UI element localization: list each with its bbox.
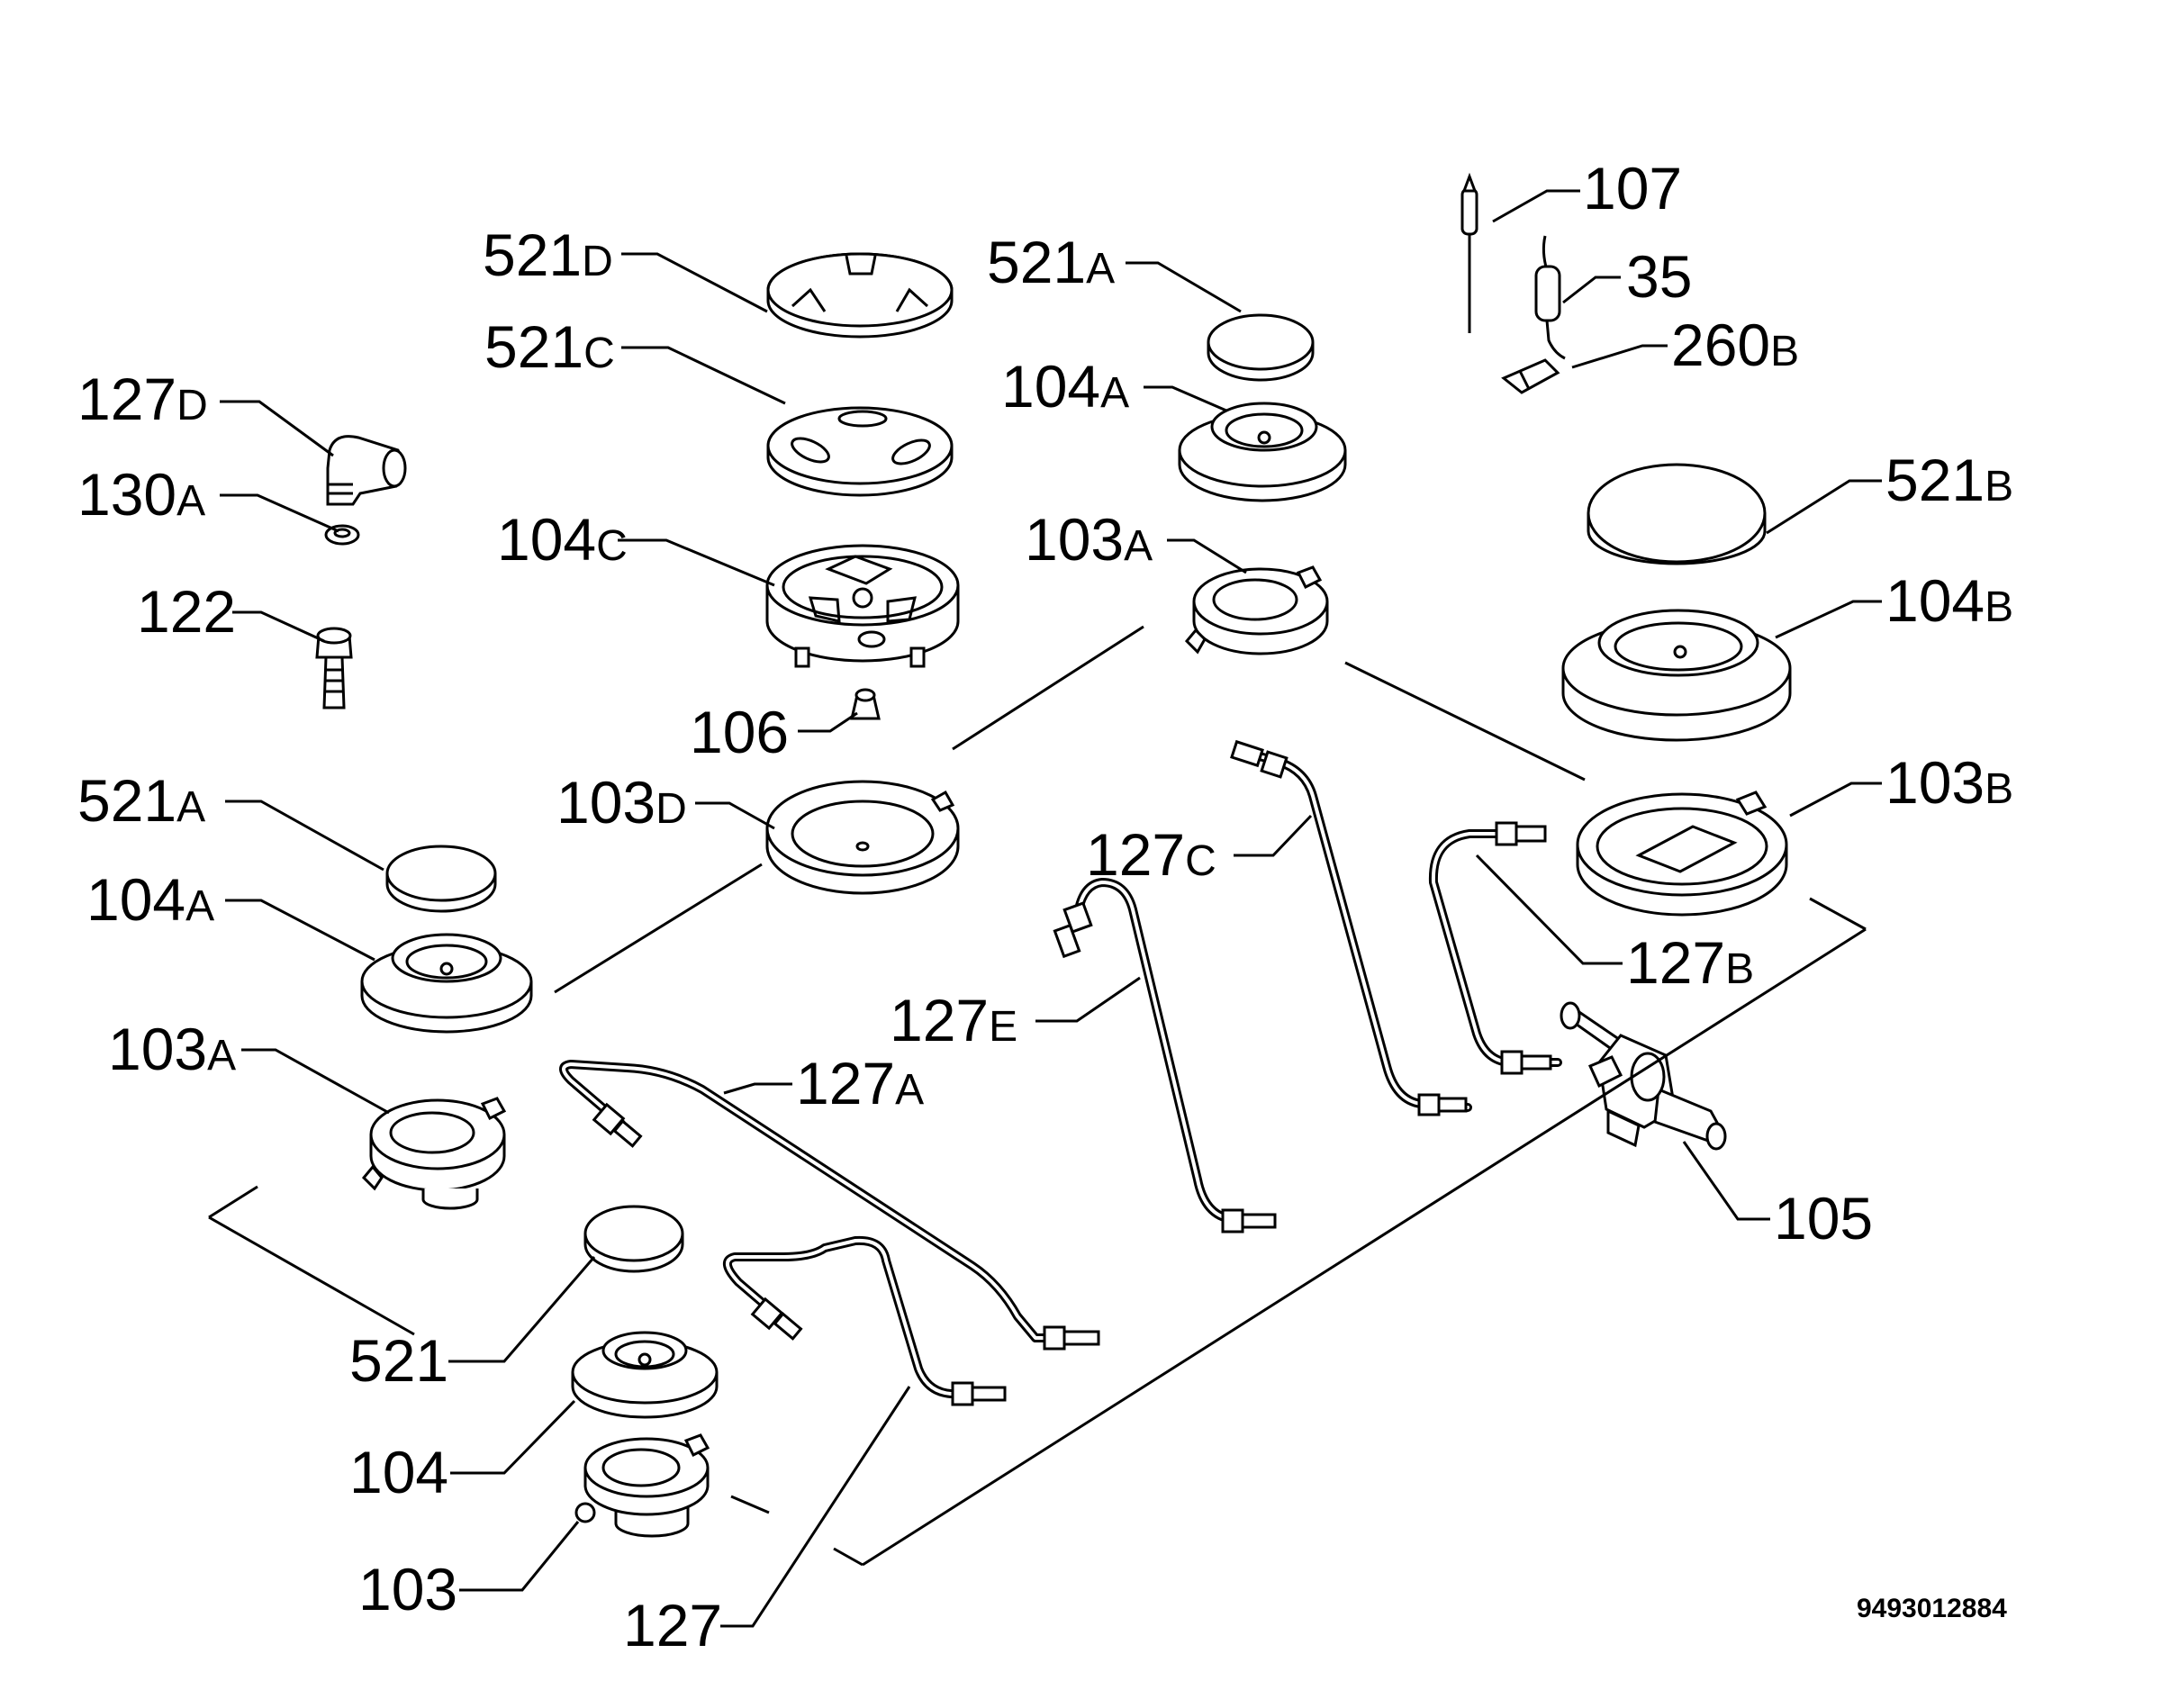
thermocouple-107: [1460, 172, 1478, 333]
label-35: 35: [1626, 243, 1692, 310]
burner-base-103a-right: [1184, 565, 1329, 655]
gas-valve-105: [1560, 1001, 1727, 1151]
burner-base-103a-left: [361, 1097, 507, 1210]
burner-cap-521a-right: [1207, 313, 1315, 382]
label-521: 521: [349, 1327, 448, 1394]
elbow-127d: [326, 435, 407, 506]
label-127: 127: [623, 1592, 722, 1658]
label-127a: 127A: [796, 1050, 924, 1116]
label-521a-left: 521A: [77, 767, 205, 834]
label-521d: 521D: [483, 221, 613, 288]
burner-cap-521d: [766, 252, 954, 339]
burner-base-103: [574, 1433, 710, 1538]
burner-crown-104a-left: [360, 933, 533, 1034]
label-127b: 127B: [1626, 929, 1754, 996]
label-107: 107: [1583, 155, 1682, 221]
label-521a-right: 521A: [987, 229, 1115, 295]
leader-lines: [220, 189, 1882, 1628]
burner-crown-104: [571, 1331, 719, 1419]
label-104: 104: [349, 1439, 448, 1505]
label-103: 103: [358, 1556, 457, 1622]
gas-pipe-127c: [1230, 739, 1472, 1116]
gas-pipe-127b: [1428, 821, 1562, 1075]
label-127e: 127E: [890, 987, 1017, 1053]
burner-crown-104c: [765, 544, 960, 668]
assembly-lines: [208, 625, 1867, 1567]
gas-pipe-127e: [1053, 878, 1277, 1234]
label-130a: 130A: [77, 461, 205, 528]
label-105: 105: [1774, 1185, 1873, 1252]
burner-crown-104b: [1561, 609, 1792, 742]
drawing-code: 9493012884: [1857, 1594, 2007, 1623]
label-127c: 127C: [1086, 821, 1216, 888]
label-106: 106: [690, 699, 789, 765]
burner-cap-521a-left: [385, 845, 497, 913]
label-127d: 127D: [77, 366, 208, 432]
part-labels: 107 35 260B 521D 521C 104C 106 103D 127D…: [77, 155, 2013, 1658]
gas-pipe-127: [723, 1235, 1007, 1406]
burner-cap-521c: [766, 406, 954, 497]
burner-cap-521: [583, 1205, 684, 1273]
burner-base-103d: [765, 780, 960, 895]
burner-crown-104a-right: [1178, 402, 1347, 502]
label-103d: 103D: [556, 769, 687, 836]
injector-106: [850, 688, 881, 720]
label-103b: 103B: [1885, 749, 2013, 816]
gas-pipe-127a: [559, 1060, 1100, 1351]
label-104b: 104B: [1885, 567, 2013, 634]
label-521b: 521B: [1885, 447, 2013, 513]
label-104a-left: 104A: [86, 866, 214, 933]
clip-260b: [1501, 358, 1560, 394]
burner-cap-521b: [1587, 463, 1767, 565]
connector-122: [315, 627, 353, 709]
label-260b: 260B: [1671, 312, 1799, 378]
burner-base-103b: [1576, 791, 1788, 917]
electrode-35: [1534, 235, 1566, 360]
label-521c: 521C: [484, 313, 615, 380]
label-104c: 104C: [497, 506, 628, 573]
label-122: 122: [137, 578, 236, 645]
label-103a-left: 103A: [108, 1016, 236, 1082]
label-104a-right: 104A: [1001, 353, 1129, 420]
label-103a-right: 103A: [1025, 506, 1153, 573]
